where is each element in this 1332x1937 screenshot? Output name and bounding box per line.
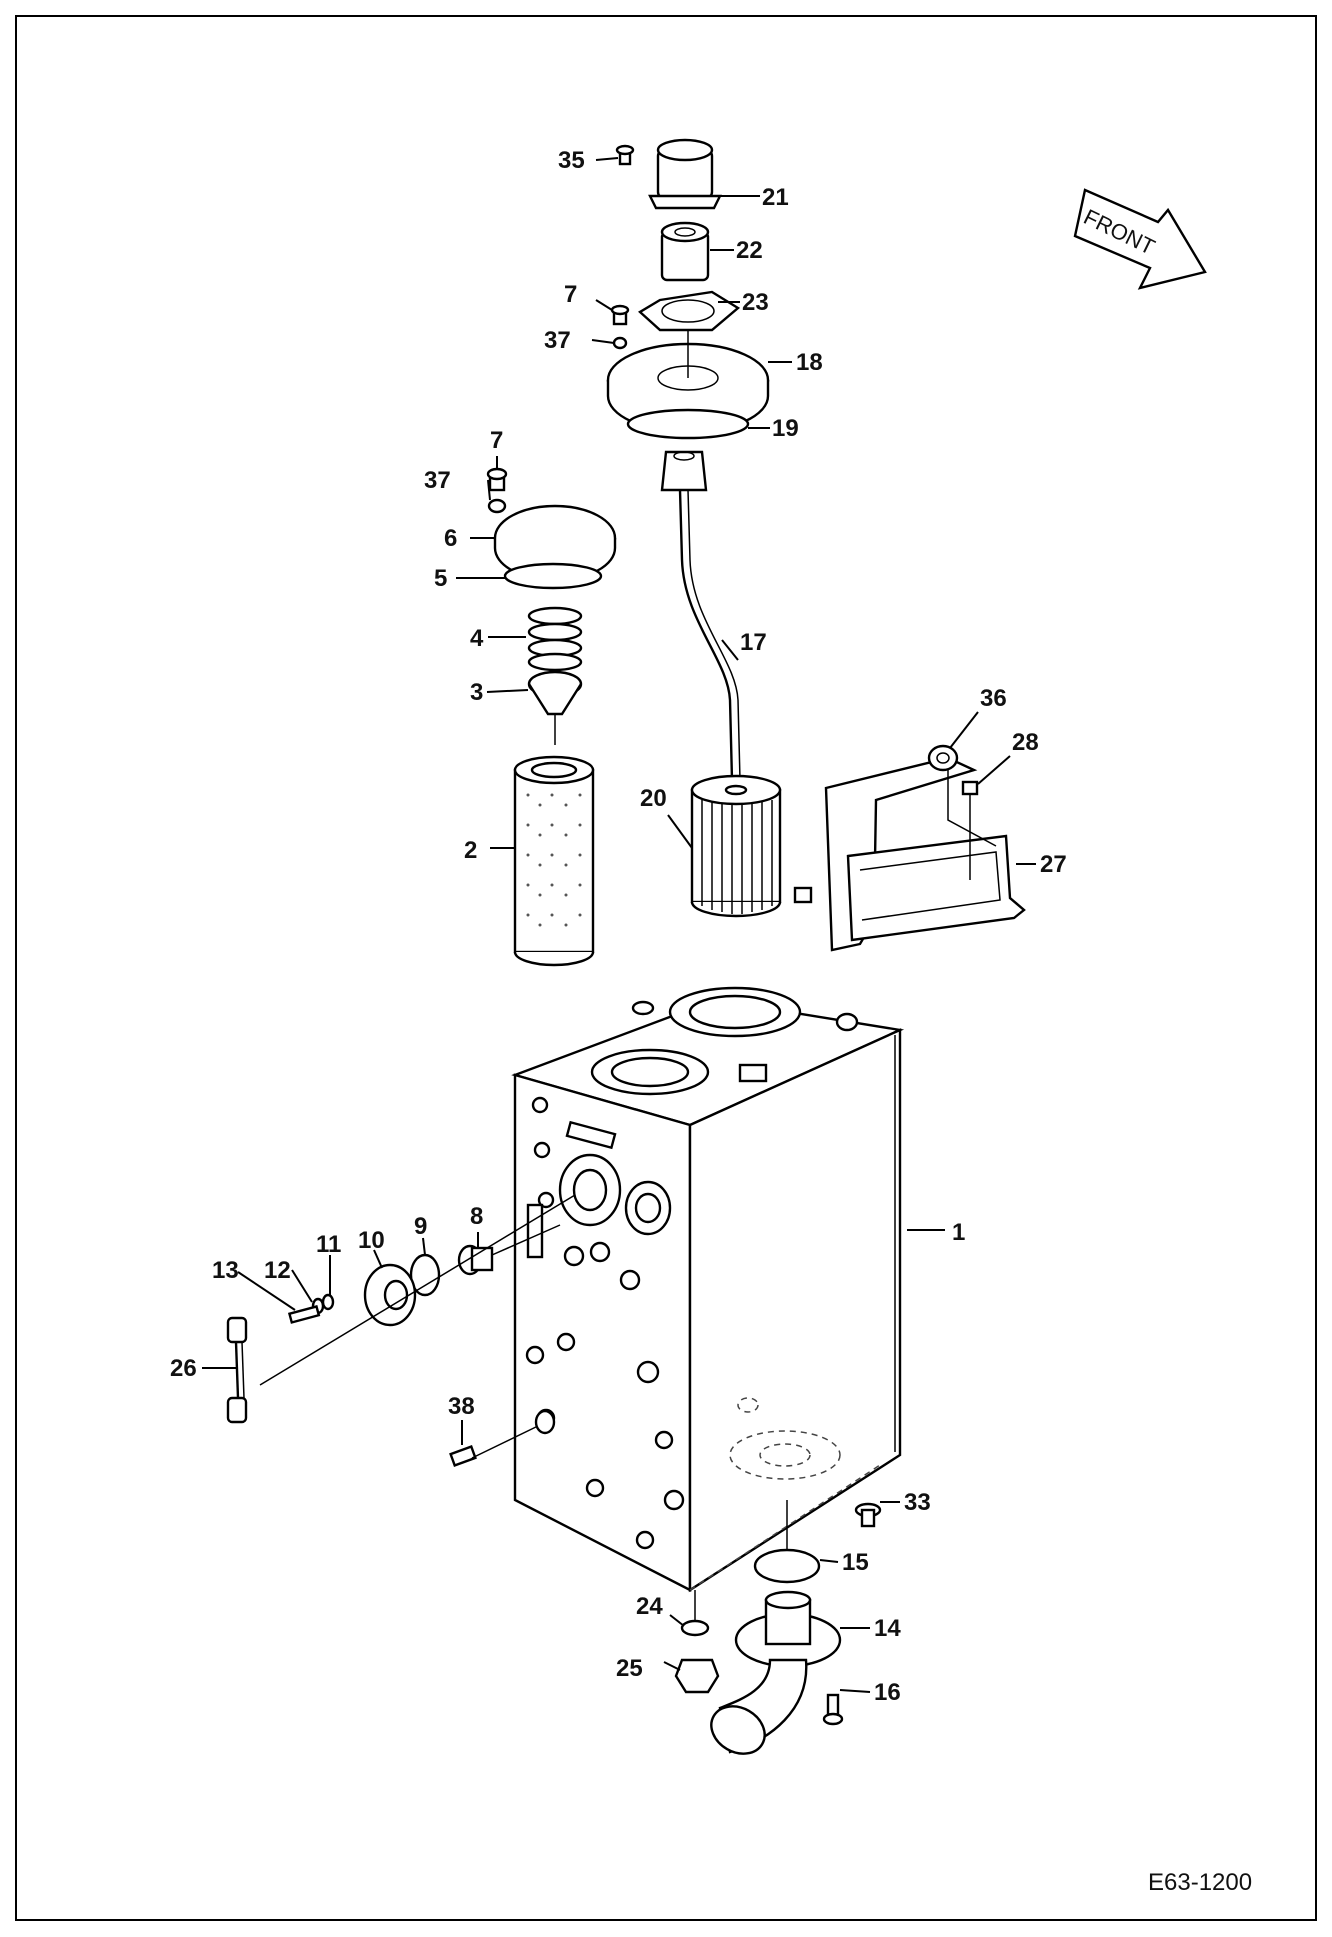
callout-21: 21 <box>762 184 789 211</box>
callout-22: 22 <box>736 237 763 264</box>
callout-37-left: 37 <box>424 467 451 494</box>
callout-6: 6 <box>444 525 457 552</box>
tank-guard-frame <box>793 744 1026 952</box>
leader-lines <box>202 157 1036 1693</box>
callout-1: 1 <box>952 1219 965 1246</box>
filler-cap-assembly <box>606 138 770 440</box>
callout-24: 24 <box>636 1593 663 1620</box>
callout-9: 9 <box>414 1213 427 1240</box>
callout-27: 27 <box>1040 851 1067 878</box>
callout-17: 17 <box>740 629 767 656</box>
callout-7-top: 7 <box>564 281 577 308</box>
callout-8: 8 <box>470 1203 483 1230</box>
callout-35: 35 <box>558 147 585 174</box>
callout-25: 25 <box>616 1655 643 1682</box>
callout-36: 36 <box>980 685 1007 712</box>
callout-38: 38 <box>448 1393 475 1420</box>
callout-19: 19 <box>772 415 799 442</box>
callout-2: 2 <box>464 837 477 864</box>
callout-7-left: 7 <box>490 427 503 454</box>
callout-3: 3 <box>470 679 483 706</box>
return-filter-element <box>690 774 782 918</box>
front-direction-arrow: FRONT <box>1073 188 1207 290</box>
callout-11: 11 <box>316 1231 341 1258</box>
callout-28: 28 <box>1012 729 1039 756</box>
sight-tube-assembly <box>660 450 741 781</box>
page-border <box>15 15 1317 1921</box>
callout-14: 14 <box>874 1615 901 1642</box>
callout-13: 13 <box>212 1257 239 1284</box>
callout-26: 26 <box>170 1355 197 1382</box>
callout-23: 23 <box>742 289 769 316</box>
hydraulic-tank-body <box>511 986 905 1593</box>
callout-16: 16 <box>874 1679 901 1706</box>
callout-4: 4 <box>470 625 484 652</box>
callout-10: 10 <box>358 1227 385 1254</box>
callout-labels: 35 21 22 7 23 37 18 19 7 37 6 5 4 17 3 3… <box>170 147 1067 1706</box>
suction-outlet-parts <box>674 1500 882 1755</box>
sight-gauge-parts <box>226 1194 576 1467</box>
callout-37-top: 37 <box>544 327 571 354</box>
callout-18: 18 <box>796 349 823 376</box>
callout-5: 5 <box>434 565 447 592</box>
callout-12: 12 <box>264 1257 291 1284</box>
filter-cover-assembly <box>486 467 617 967</box>
drawing-code: E63-1200 <box>1148 1869 1252 1896</box>
callout-20: 20 <box>640 785 667 812</box>
callout-33: 33 <box>904 1489 931 1516</box>
callout-15: 15 <box>842 1549 869 1576</box>
